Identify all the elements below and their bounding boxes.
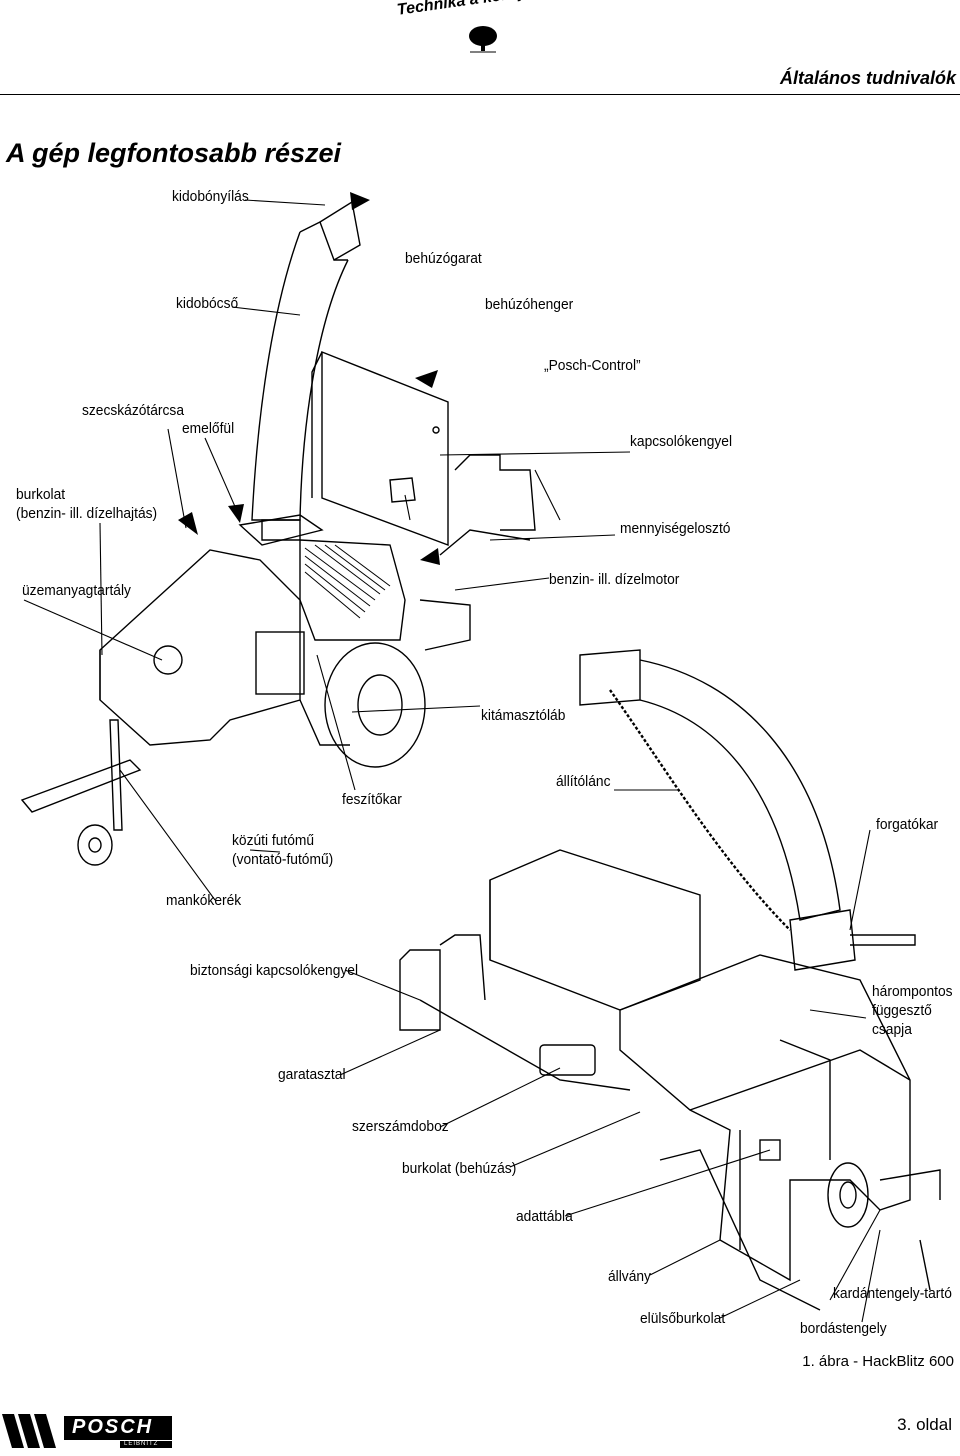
page-title: A gép legfontosabb részei bbox=[6, 138, 342, 168]
label-biztonsagi-kapcsolokengyel: biztonsági kapcsolókengyel bbox=[190, 962, 359, 979]
label-burkolat-sub: (benzin- ill. dízelhajtás) bbox=[16, 505, 158, 522]
section-title: Általános tudnivalók bbox=[779, 68, 956, 88]
upper-cover bbox=[99, 549, 301, 746]
label-motor: benzin- ill. dízelmotor bbox=[549, 571, 680, 588]
upper-engine bbox=[255, 539, 406, 695]
label-csapja: csapja bbox=[872, 1021, 912, 1038]
label-szerszamdoboz: szerszámdoboz bbox=[352, 1118, 449, 1135]
label-burkolat: burkolat bbox=[16, 486, 66, 503]
label-szecskazotarcsa: szecskázótárcsa bbox=[82, 402, 185, 419]
label-elulso-burkolat: elülsőburkolat bbox=[640, 1310, 726, 1327]
label-kozuti-futomu: közúti futómű bbox=[232, 832, 315, 849]
label-uzemanyagtartaly: üzemanyagtartály bbox=[22, 582, 131, 599]
label-kitamasztolab: kitámasztóláb bbox=[481, 707, 566, 724]
upper-support-leg bbox=[419, 599, 471, 651]
upper-control-bar bbox=[389, 454, 536, 556]
label-mennyisegeloszto: mennyiségelosztó bbox=[620, 520, 731, 537]
lower-stand bbox=[659, 1149, 941, 1311]
tree-emblem-icon bbox=[469, 26, 497, 53]
upper-wheel bbox=[299, 642, 426, 768]
label-allitolanc: állítólánc bbox=[556, 773, 611, 790]
label-kidobocso: kidobócső bbox=[176, 295, 239, 312]
label-forgatokar: forgatókar bbox=[876, 816, 939, 833]
posch-logo: POSCH LEIBNITZ bbox=[0, 1410, 190, 1452]
lower-control-bar bbox=[399, 934, 631, 1091]
label-kardantengely-tarto: kardántengely-tartó bbox=[833, 1285, 952, 1302]
lower-body bbox=[619, 954, 911, 1282]
lower-hopper bbox=[489, 849, 701, 1011]
label-harompontos: hárompontos bbox=[872, 983, 953, 1000]
label-garatasztal: garatasztal bbox=[278, 1066, 346, 1083]
label-allvany: állvány bbox=[608, 1268, 651, 1285]
posch-logo-icon bbox=[2, 1414, 172, 1448]
posch-brand-sub: LEIBNITZ bbox=[124, 1441, 159, 1447]
upper-hopper bbox=[311, 350, 449, 547]
label-mankokerek: mankókerék bbox=[166, 892, 242, 909]
label-burkolat-behuzas: burkolat (behúzás) bbox=[402, 1160, 517, 1177]
figure-caption: 1. ábra - HackBlitz 600 bbox=[802, 1353, 954, 1370]
label-feszitokar: feszítőkar bbox=[342, 791, 402, 808]
header-divider bbox=[0, 94, 960, 95]
arrowheads bbox=[178, 192, 440, 565]
label-kozuti-futomu-sub: (vontató-futómű) bbox=[232, 851, 334, 868]
label-adattabla: adattábla bbox=[516, 1208, 573, 1225]
label-posch-control: „Posch-Control” bbox=[544, 357, 641, 374]
lower-chain bbox=[609, 689, 791, 931]
label-behuzogarat: behúzógarat bbox=[405, 250, 482, 267]
upper-drawbar bbox=[20, 719, 142, 866]
leader-lines bbox=[23, 199, 881, 1323]
lower-chute bbox=[579, 649, 916, 971]
page-number: 3. oldal bbox=[897, 1415, 952, 1434]
upper-chute bbox=[238, 200, 361, 546]
label-emelofül: emelőfül bbox=[182, 420, 235, 437]
posch-brand: POSCH bbox=[72, 1416, 154, 1438]
label-behuzohenger: behúzóhenger bbox=[485, 296, 574, 313]
label-kapcsolokengyel: kapcsolókengyel bbox=[630, 433, 733, 450]
label-fuggeszto: függesztő bbox=[872, 1002, 932, 1019]
label-kidobonyilas: kidobónyílás bbox=[172, 188, 249, 205]
label-bordastengely: bordástengely bbox=[800, 1320, 887, 1337]
